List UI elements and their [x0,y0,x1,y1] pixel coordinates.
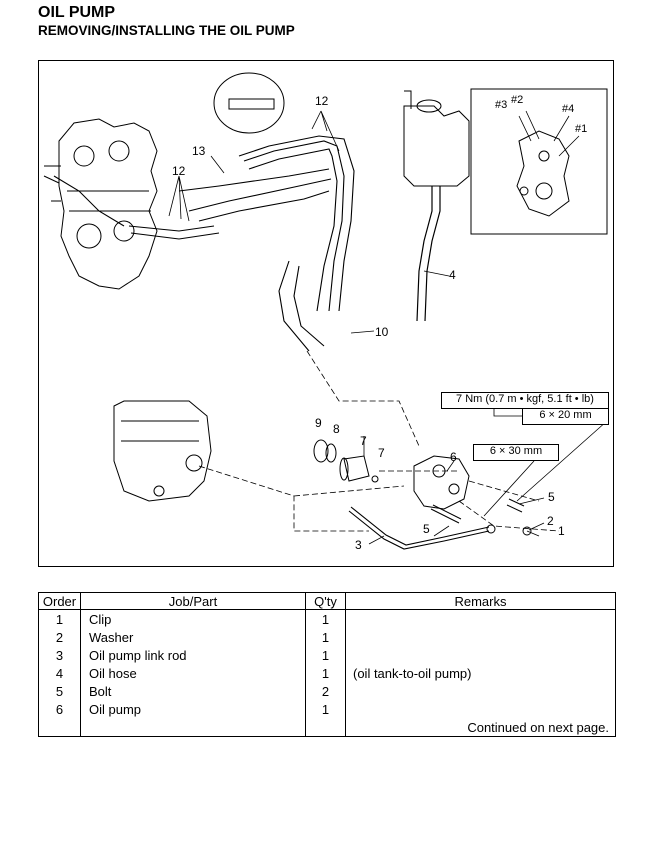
bolt-size-6x30: 6 × 30 mm [473,444,559,461]
header-order: Order [38,592,81,610]
callout-5-right: 5 [548,490,555,504]
inset-callout-4: #4 [562,103,575,115]
qty-cell: 1 [305,700,346,718]
callout-10: 9 [315,416,322,430]
empty-cell [305,718,346,737]
qty-cell: 1 [305,628,346,646]
bolt-size-6x20: 6 × 20 mm [522,408,609,425]
part-cell: Oil hose [80,664,306,682]
callout-8: 7 [378,446,385,460]
qty-cell: 2 [305,682,346,700]
empty-cell [80,718,306,737]
callout-3: 3 [355,538,362,552]
oil-pump [413,455,470,510]
remarks-cell [345,609,616,628]
callout-12-left: 12 [172,164,186,178]
table-row: 6 Oil pump 1 [38,700,616,718]
order-cell: 3 [38,646,81,664]
table-header-row: Order Job/Part Q'ty Remarks [38,592,616,610]
oil-tank [403,105,470,187]
engine-block-outline [58,118,158,290]
part-cell: Washer [80,628,306,646]
qty-cell: 1 [305,646,346,664]
callout-4: 4 [449,268,456,282]
remarks-cell [345,646,616,664]
remarks-cell [345,628,616,646]
page-subtitle: REMOVING/INSTALLING THE OIL PUMP [38,23,295,38]
remarks-cell [345,700,616,718]
link-rod [348,506,490,550]
exploded-diagram: 12 13 12 4 10 9 8 7 7 6 5 2 1 5 3 #3 #2 … [38,60,614,567]
table-row: 4 Oil hose 1 (oil tank-to-oil pump) [38,664,616,682]
header-remarks: Remarks [345,592,616,610]
diagram-drawing [43,72,608,550]
callout-11: 10 [375,325,389,339]
table-row: 2 Washer 1 [38,628,616,646]
table-row: 3 Oil pump link rod 1 [38,646,616,664]
table-row: 1 Clip 1 [38,609,616,628]
callout-9: 8 [333,422,340,436]
order-cell: 1 [38,609,81,628]
empty-cell [38,718,81,737]
qty-cell: 1 [305,609,346,628]
callout-7: 7 [360,434,367,448]
part-cell: Oil pump [80,700,306,718]
inset-callout-2: #2 [511,94,524,106]
order-cell: 6 [38,700,81,718]
inset-callout-1: #1 [575,123,588,135]
part-cell: Bolt [80,682,306,700]
detail-bubble [213,72,285,134]
order-cell: 5 [38,682,81,700]
order-cell: 2 [38,628,81,646]
callout-6: 6 [450,450,457,464]
oil-hose [416,186,441,322]
continued-note: Continued on next page. [345,718,616,737]
part-cell: Clip [80,609,306,628]
header-job-part: Job/Part [80,592,306,610]
torque-spec: 7 Nm (0.7 m • kgf, 5.1 ft • lb) [441,392,609,409]
table-footer-row: Continued on next page. [38,718,616,737]
inset-callout-3: #3 [495,99,508,111]
callout-2: 2 [547,514,554,528]
callout-13: 13 [192,144,206,158]
remarks-cell [345,682,616,700]
order-cell: 4 [38,664,81,682]
callout-5-center: 5 [423,522,430,536]
crankcase-outline [113,400,212,502]
page-title: OIL PUMP [38,4,116,21]
inset-box [470,88,608,235]
remarks-cell: (oil tank-to-oil pump) [345,664,616,682]
callout-1: 1 [558,524,565,538]
callout-12-top: 12 [315,94,329,108]
header-qty: Q'ty [305,592,346,610]
part-cell: Oil pump link rod [80,646,306,664]
parts-table: Order Job/Part Q'ty Remarks 1 Clip 1 2 W… [38,592,616,737]
qty-cell: 1 [305,664,346,682]
table-row: 5 Bolt 2 [38,682,616,700]
